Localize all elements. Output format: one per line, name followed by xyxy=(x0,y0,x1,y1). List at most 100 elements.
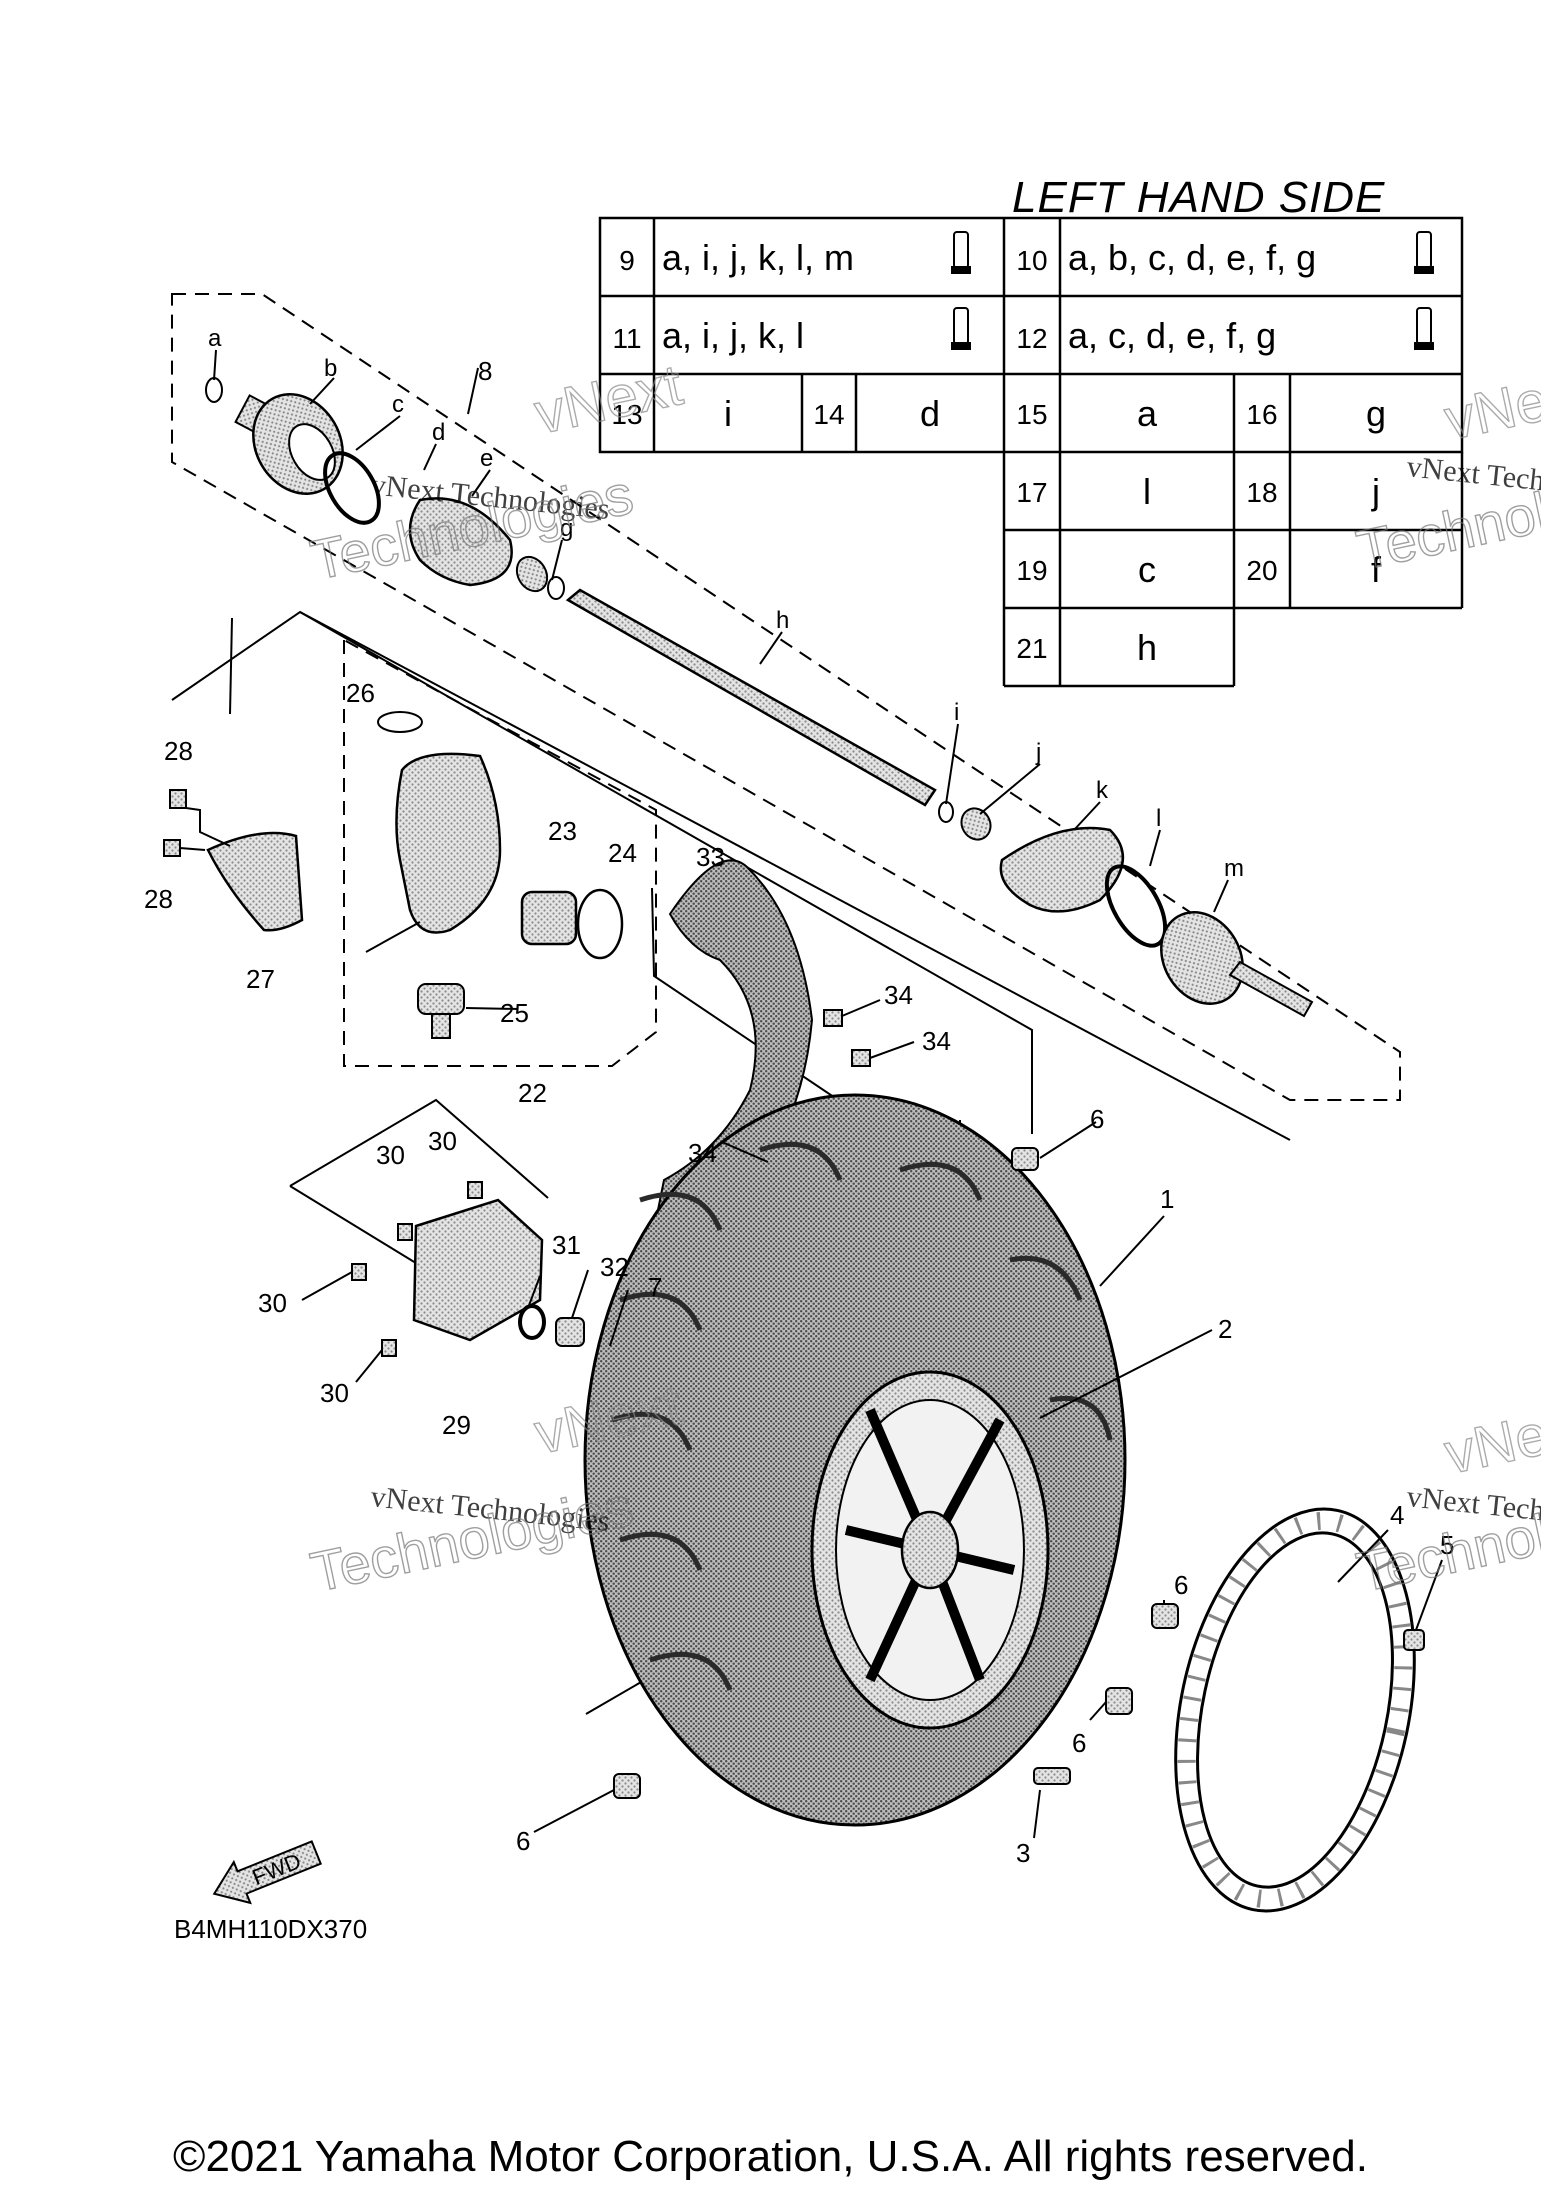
callout-letter-j: j xyxy=(1035,739,1041,766)
bolt-30-a xyxy=(397,1223,413,1241)
callout-24: 24 xyxy=(608,838,637,868)
callout-32: 32 xyxy=(600,1252,629,1282)
boot-band-c xyxy=(323,451,381,525)
callout-6-right: 6 xyxy=(1174,1570,1188,1600)
callout-28-top: 28 xyxy=(164,736,193,766)
cell-value-21: h xyxy=(1137,627,1157,668)
callout-6-top: 6 xyxy=(1090,1104,1104,1134)
bolt-30-d xyxy=(381,1339,397,1357)
callout-letter-c: c xyxy=(392,391,404,418)
callout-letter-e: e xyxy=(480,445,493,472)
callout-28-bottom: 28 xyxy=(144,884,173,914)
grease-tube-icon xyxy=(1414,307,1434,350)
callout-6-left: 6 xyxy=(516,1826,530,1856)
cell-ref-11: 11 xyxy=(612,323,641,354)
inner-cv-joint xyxy=(234,393,344,495)
callout-26: 26 xyxy=(346,678,375,708)
cell-ref-16: 16 xyxy=(1246,399,1277,430)
watermark-ghost-4: vNext xyxy=(1439,1392,1541,1486)
cell-value-20: f xyxy=(1371,549,1382,590)
callout-letter-k: k xyxy=(1096,777,1109,804)
diagram-code: B4MH110DX370 xyxy=(174,1914,367,1944)
wheel-bearing xyxy=(520,890,578,946)
lug-nut-6-top xyxy=(1011,1147,1039,1171)
rim-center-hub xyxy=(900,1510,960,1590)
cell-value-9: a, i, j, k, l, m xyxy=(662,237,854,278)
lubricant-table: LEFT HAND SIDE 9 a, i, j, k, l, m xyxy=(598,173,1464,688)
circlip-24 xyxy=(576,888,624,960)
cell-value-19: c xyxy=(1138,549,1156,590)
callout-8: 8 xyxy=(478,356,492,386)
callout-30-a: 30 xyxy=(376,1140,405,1170)
washer-31 xyxy=(518,1304,546,1340)
circlip-a xyxy=(205,377,223,403)
callout-labels: 1 2 3 4 5 6 6 6 6 7 8 22 23 24 25 26 27 … xyxy=(144,325,1454,1868)
callout-7: 7 xyxy=(648,1272,662,1302)
forward-arrow-icon: FWD xyxy=(212,1840,323,1905)
callout-letter-m: m xyxy=(1224,855,1244,882)
cell-value-13: i xyxy=(724,393,732,434)
bolt-28-bottom xyxy=(163,839,181,857)
callout-letter-l: l xyxy=(1156,805,1161,832)
cell-value-14: d xyxy=(920,393,940,434)
circlip-i xyxy=(938,801,954,823)
drive-shaft-assembly xyxy=(171,293,1401,1101)
callout-34-mid: 34 xyxy=(922,1026,951,1056)
grease-tube-icon xyxy=(1414,231,1434,274)
callout-letter-b: b xyxy=(324,355,337,382)
bolt-28-top xyxy=(169,789,187,809)
cell-ref-14: 14 xyxy=(813,399,844,430)
callout-33: 33 xyxy=(696,842,725,872)
cell-ref-9: 9 xyxy=(619,245,635,276)
cell-ref-18: 18 xyxy=(1246,477,1277,508)
callout-34-top: 34 xyxy=(884,980,913,1010)
leader-lines xyxy=(213,349,1443,1839)
cell-ref-12: 12 xyxy=(1016,323,1047,354)
outer-boot xyxy=(999,826,1125,913)
lug-nut-6-right xyxy=(1151,1603,1179,1629)
cell-ref-19: 19 xyxy=(1016,555,1047,586)
lug-nut-6-left xyxy=(613,1773,641,1799)
bolt-3 xyxy=(1033,1767,1071,1785)
watermark-ghost-2: vNext xyxy=(1439,358,1541,452)
cell-value-12: a, c, d, e, f, g xyxy=(1068,315,1276,356)
callout-letter-h: h xyxy=(776,607,789,634)
tire-tread xyxy=(611,1141,1113,1691)
knuckle-group xyxy=(163,610,1291,1141)
callout-6-lower: 6 xyxy=(1072,1728,1086,1758)
callout-2: 2 xyxy=(1218,1314,1232,1344)
knuckle-guard xyxy=(206,831,304,932)
cell-ref-21: 21 xyxy=(1016,633,1047,664)
copyright-notice: ©2021 Yamaha Motor Corporation, U.S.A. A… xyxy=(173,2132,1368,2181)
callout-31: 31 xyxy=(552,1230,581,1260)
cell-ref-10: 10 xyxy=(1016,245,1047,276)
callout-27: 27 xyxy=(246,964,275,994)
wheel-hub-group xyxy=(289,1098,642,1380)
callout-1: 1 xyxy=(1160,1184,1174,1214)
cell-ref-20: 20 xyxy=(1246,555,1277,586)
boot-band-j xyxy=(960,807,992,841)
cell-value-11: a, i, j, k, l xyxy=(662,315,804,356)
bolt-30-c xyxy=(351,1263,367,1281)
bolt-30-b xyxy=(467,1181,483,1199)
cell-value-10: a, b, c, d, e, f, g xyxy=(1068,237,1316,278)
beadlock-ring xyxy=(1174,1507,1416,1913)
steering-knuckle xyxy=(395,752,502,934)
callout-34-bottom: 34 xyxy=(688,1138,717,1168)
boot-band-l xyxy=(1104,864,1168,948)
nut-32 xyxy=(555,1317,585,1347)
circlip-g xyxy=(547,576,565,600)
grease-tube-icon xyxy=(951,307,971,350)
bolt-34-top xyxy=(823,1009,843,1027)
ball-joint xyxy=(417,983,465,1039)
watermark-ghost-1: vNext xyxy=(529,352,688,446)
boot-band-f xyxy=(515,555,549,593)
circlip-26 xyxy=(377,711,423,733)
grease-tube-icon xyxy=(951,231,971,274)
drive-shaft xyxy=(565,588,937,807)
table-title: LEFT HAND SIDE xyxy=(1012,173,1385,222)
cell-value-18: j xyxy=(1371,471,1380,512)
callout-4: 4 xyxy=(1390,1500,1404,1530)
